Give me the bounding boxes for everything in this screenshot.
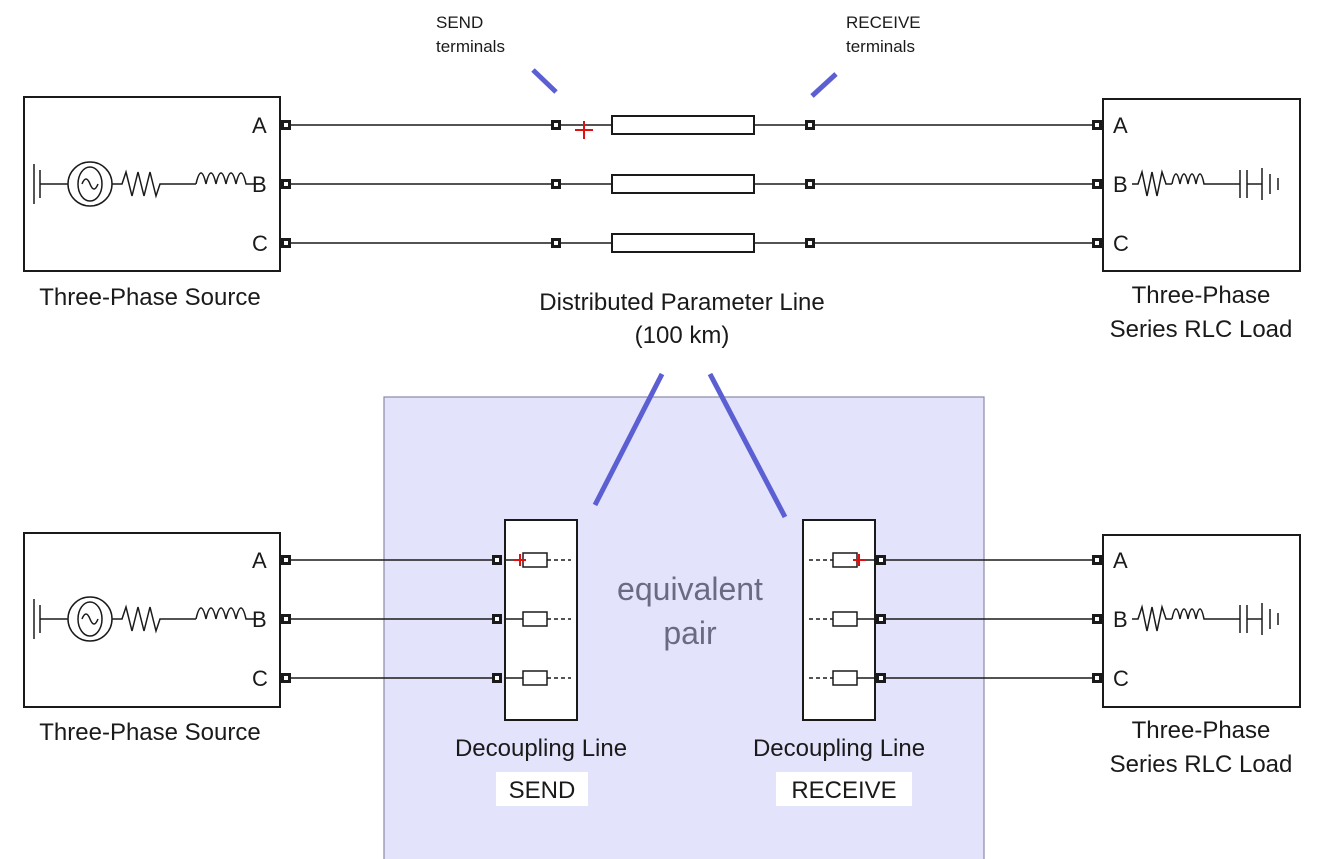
line-label-1: Distributed Parameter Line (539, 289, 824, 316)
send-tag-bg (496, 772, 588, 806)
port-icon[interactable] (281, 238, 291, 248)
resistor-icon (1132, 169, 1172, 197)
equivalent-label-2: pair (663, 615, 717, 651)
rlc-load-top[interactable]: A B C (1092, 98, 1301, 272)
port-icon[interactable] (876, 673, 886, 683)
bottom-wires (291, 559, 1094, 679)
port-icon[interactable] (281, 179, 291, 189)
port-icon[interactable] (1092, 120, 1102, 130)
port-icon[interactable] (492, 673, 502, 683)
ac-source-icon (33, 596, 113, 642)
receive-tag: RECEIVE (791, 777, 896, 804)
port-icon[interactable] (281, 673, 291, 683)
rlc-load-bottom[interactable]: A B C (1092, 534, 1301, 708)
port-icon[interactable] (551, 120, 561, 130)
capacitor-icon (1222, 170, 1262, 198)
port-icon[interactable] (551, 179, 561, 189)
load-port-a-label: A (1113, 113, 1128, 138)
three-phase-source-bottom[interactable]: A B C (23, 532, 291, 708)
inductor-icon (195, 607, 262, 620)
inductor-icon (195, 172, 262, 185)
inductor-icon (1171, 173, 1222, 185)
ground-icon (1261, 603, 1279, 635)
port-icon[interactable] (805, 120, 815, 130)
decoupling-line-receive[interactable] (802, 519, 886, 721)
load-port-b-label: B (1113, 172, 1128, 197)
port-icon[interactable] (805, 238, 815, 248)
receive-callout-line1: RECEIVE (846, 13, 921, 32)
receive-block-pointer (707, 372, 788, 519)
send-callout-line1: SEND (436, 13, 483, 32)
line-label-2: (100 km) (635, 322, 730, 349)
resistor-icon (112, 604, 196, 634)
source-port-c-label: C (252, 231, 268, 256)
resistor-icon (1132, 604, 1172, 632)
port-icon[interactable] (281, 120, 291, 130)
source-port-b-label: B (252, 607, 267, 632)
load-label-bottom-1: Three-Phase (1132, 717, 1271, 744)
port-icon[interactable] (1092, 673, 1102, 683)
equivalent-label-1: equivalent (617, 571, 763, 607)
resistor-icon (112, 169, 196, 199)
port-icon[interactable] (876, 555, 886, 565)
source-label-bottom: Three-Phase Source (39, 719, 260, 746)
port-icon[interactable] (492, 614, 502, 624)
source-port-b-label: B (252, 172, 267, 197)
source-label-top: Three-Phase Source (39, 284, 260, 311)
send-block-pointer (592, 372, 665, 507)
receive-callout-line2: terminals (846, 37, 915, 56)
distributed-parameter-line[interactable] (551, 115, 815, 253)
source-port-c-label: C (252, 666, 268, 691)
polarity-plus-icon (575, 121, 593, 139)
polarity-plus-icon (853, 554, 865, 566)
port-icon[interactable] (492, 555, 502, 565)
port-icon[interactable] (1092, 238, 1102, 248)
port-icon[interactable] (1092, 614, 1102, 624)
load-label-bottom-2: Series RLC Load (1110, 751, 1293, 778)
send-tag: SEND (509, 777, 576, 804)
load-port-c-label: C (1113, 666, 1129, 691)
port-icon[interactable] (281, 614, 291, 624)
load-port-a-label: A (1113, 548, 1128, 573)
load-port-b-label: B (1113, 607, 1128, 632)
receive-pointer (810, 72, 838, 98)
decoupling-line-send[interactable] (492, 519, 578, 721)
top-wires (291, 124, 1094, 244)
capacitor-icon (1222, 605, 1262, 633)
port-icon[interactable] (1092, 555, 1102, 565)
polarity-plus-icon (514, 554, 526, 566)
send-pointer (531, 68, 558, 94)
load-label-top-2: Series RLC Load (1110, 316, 1293, 343)
load-port-c-label: C (1113, 231, 1129, 256)
receive-tag-bg (776, 772, 912, 806)
send-callout-line2: terminals (436, 37, 505, 56)
source-port-a-label: A (252, 548, 267, 573)
source-port-a-label: A (252, 113, 267, 138)
inductor-icon (1171, 608, 1222, 620)
three-phase-source-top[interactable]: A B C (23, 96, 291, 272)
send-block-label: Decoupling Line (455, 735, 627, 762)
load-label-top-1: Three-Phase (1132, 282, 1271, 309)
port-icon[interactable] (551, 238, 561, 248)
port-icon[interactable] (805, 179, 815, 189)
port-icon[interactable] (1092, 179, 1102, 189)
receive-block-label: Decoupling Line (753, 735, 925, 762)
ground-icon (1261, 168, 1279, 200)
port-icon[interactable] (876, 614, 886, 624)
port-icon[interactable] (281, 555, 291, 565)
